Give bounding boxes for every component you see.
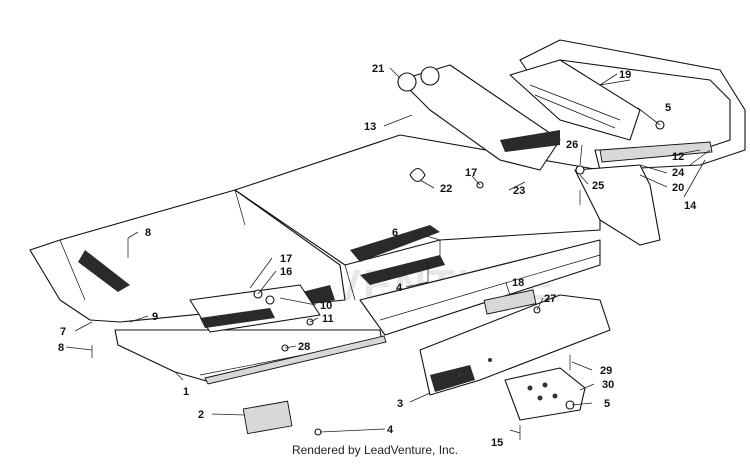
callout-16: 16 — [280, 266, 292, 278]
callout-6: 6 — [392, 227, 398, 239]
callout-13: 13 — [364, 121, 376, 133]
callout-22: 22 — [440, 183, 452, 195]
callout-10: 10 — [320, 300, 332, 312]
callout-30: 30 — [602, 379, 614, 391]
leader-lines — [65, 67, 706, 434]
callout-18: 18 — [512, 277, 524, 289]
callout-24: 24 — [672, 167, 685, 179]
callout-21: 21 — [372, 63, 384, 75]
callout-4a: 4 — [396, 282, 403, 294]
tunnel-top-panel — [234, 134, 601, 301]
callout-26: 26 — [566, 139, 578, 151]
callout-1: 1 — [183, 386, 189, 398]
clip-part-22 — [409, 167, 426, 183]
running-board-part-1 — [114, 329, 387, 385]
grab-handle-part-21 — [397, 64, 561, 171]
callout-29: 29 — [600, 365, 612, 377]
callout-23: 23 — [513, 185, 525, 197]
callout-17a: 17 — [280, 253, 292, 265]
callout-28: 28 — [298, 341, 310, 353]
callout-25: 25 — [592, 180, 604, 192]
bracket-part-3 — [419, 294, 611, 396]
callout-3: 3 — [397, 398, 403, 410]
callout-5a: 5 — [665, 102, 671, 114]
callout-15: 15 — [491, 437, 503, 449]
callout-11: 11 — [322, 313, 334, 325]
callout-7: 7 — [60, 326, 66, 338]
callout-5b: 5 — [604, 398, 610, 410]
callout-20: 20 — [672, 182, 684, 194]
callout-19: 19 — [619, 69, 631, 81]
callout-9: 9 — [152, 311, 158, 323]
callout-2: 2 — [198, 409, 204, 421]
callout-17b: 17 — [465, 167, 477, 179]
callout-8a: 8 — [145, 227, 151, 239]
callout-labels: 1 2 3 4 4 5 5 6 7 8 8 9 10 11 12 13 14 1… — [58, 63, 697, 449]
callout-4b: 4 — [387, 424, 394, 436]
callout-14: 14 — [684, 200, 697, 212]
callout-27: 27 — [544, 293, 556, 305]
rear-bumper — [519, 39, 746, 246]
callout-8b: 8 — [58, 342, 64, 354]
step-block-part-30 — [504, 367, 586, 421]
reflector-part-18 — [483, 289, 537, 315]
credit-text: Rendered by LeadVenture, Inc. — [291, 443, 459, 457]
reflector-part-2 — [242, 400, 293, 435]
running-board-right — [359, 239, 601, 336]
callout-12: 12 — [672, 151, 684, 163]
rear-hinge-panel — [509, 59, 641, 141]
